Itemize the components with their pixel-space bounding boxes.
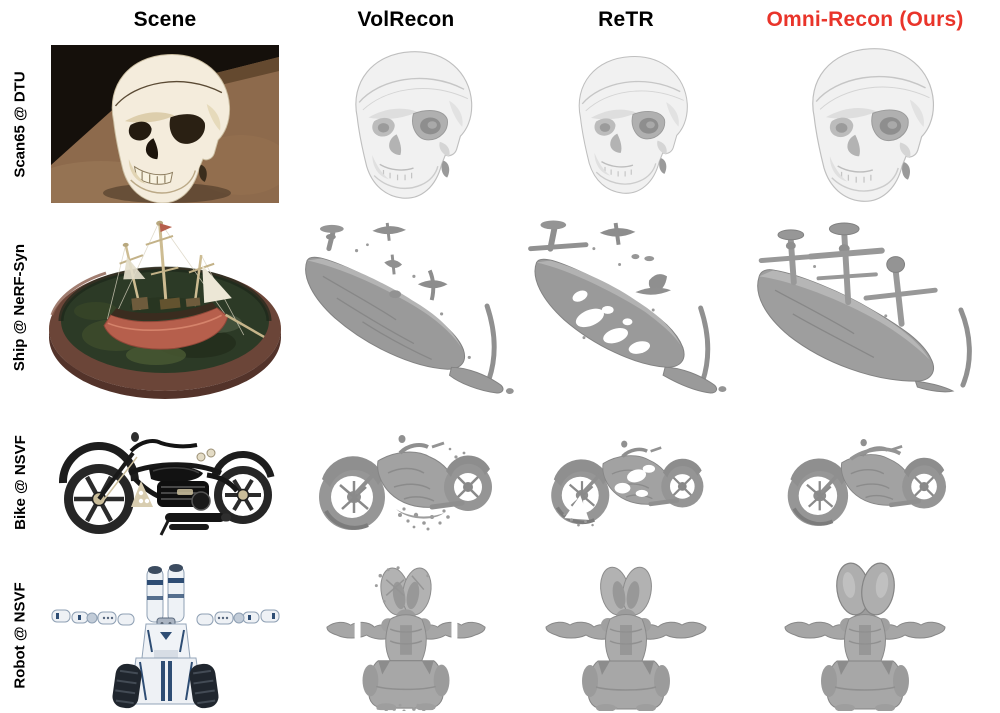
cell-scene-ship-render bbox=[40, 208, 290, 406]
omni-ship-mesh-image bbox=[757, 222, 972, 393]
motorbike-render-image bbox=[58, 432, 275, 536]
omni-skull-mesh-image bbox=[812, 47, 935, 203]
row-label-cell-robot: Robot @ NSVF bbox=[0, 558, 40, 713]
cell-scene-skull-photo bbox=[40, 40, 290, 208]
retr-ship-mesh-image bbox=[528, 220, 727, 394]
row-label-ship-nerf-syn: Ship @ NeRF-Syn bbox=[11, 243, 29, 371]
retr-skull-mesh-image bbox=[578, 55, 688, 194]
cell-retr-robot-mesh bbox=[522, 558, 730, 713]
cell-volrecon-robot-mesh bbox=[290, 558, 522, 713]
row-label-cell-ship: Ship @ NeRF-Syn bbox=[0, 208, 40, 406]
column-header-volrecon: VolRecon bbox=[357, 8, 455, 31]
cell-volrecon-skull-mesh bbox=[290, 40, 522, 208]
volrecon-ship-mesh-image bbox=[305, 222, 514, 395]
cell-retr-bike-mesh bbox=[522, 406, 730, 558]
cell-omni-bike-mesh bbox=[730, 406, 1000, 558]
column-header-scene: Scene bbox=[133, 8, 197, 31]
cell-omni-ship-mesh bbox=[730, 208, 1000, 406]
cell-scene-bike-render bbox=[40, 406, 290, 558]
header-corner-spacer bbox=[0, 0, 40, 40]
cell-retr-ship-mesh bbox=[522, 208, 730, 406]
omni-robot-mesh-image bbox=[784, 562, 946, 711]
cell-omni-robot-mesh bbox=[730, 558, 1000, 713]
column-header-retr: ReTR bbox=[598, 8, 654, 31]
cell-scene-robot-render bbox=[40, 558, 290, 713]
column-header-omni-recon: Omni-Recon (Ours) bbox=[766, 8, 964, 31]
cell-retr-skull-mesh bbox=[522, 40, 730, 208]
skull-photograph-image bbox=[51, 45, 279, 203]
cell-volrecon-ship-mesh bbox=[290, 208, 522, 406]
retr-robot-mesh-image bbox=[545, 563, 707, 711]
omni-bike-mesh-image bbox=[768, 428, 963, 536]
cell-volrecon-bike-mesh bbox=[290, 406, 522, 558]
row-label-robot-nsvf: Robot @ NSVF bbox=[11, 582, 29, 689]
row-label-cell-scan65: Scan65 @ DTU bbox=[0, 40, 40, 208]
row-label-scan65-dtu: Scan65 @ DTU bbox=[11, 70, 29, 178]
volrecon-bike-mesh-image bbox=[304, 423, 509, 541]
row-label-cell-bike: Bike @ NSVF bbox=[0, 406, 40, 558]
ship-render-image bbox=[49, 220, 281, 399]
robot-render-image bbox=[51, 563, 279, 708]
retr-bike-mesh-image bbox=[538, 430, 714, 527]
cell-omni-skull-mesh bbox=[730, 40, 1000, 208]
volrecon-robot-mesh-image bbox=[326, 564, 486, 711]
volrecon-skull-mesh-image bbox=[355, 51, 473, 199]
row-label-bike-nsvf: Bike @ NSVF bbox=[11, 434, 29, 530]
